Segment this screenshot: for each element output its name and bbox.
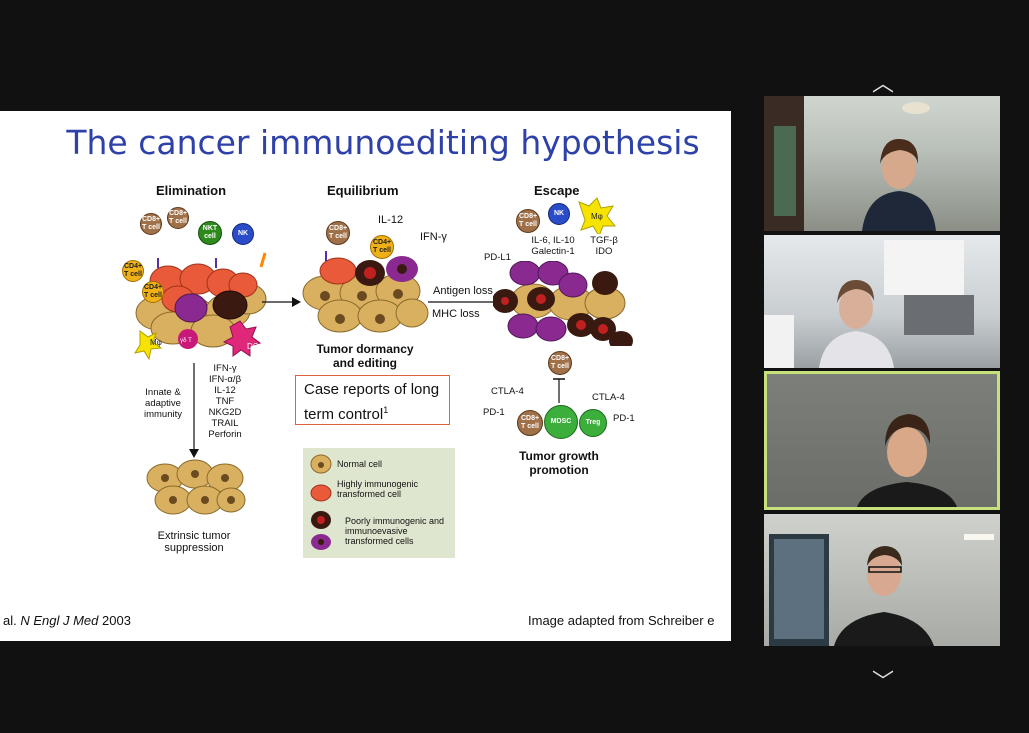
mhc-loss-label: MHC loss — [432, 308, 480, 320]
cd8-t-cell-icon: CD8+T cell — [516, 209, 540, 233]
normal-cells-cluster — [146, 459, 246, 515]
participant-avatar — [857, 414, 957, 507]
cd4-t-cell-icon: CD4+T cell — [370, 235, 394, 259]
legend: Normal cell Highly immunogenic transform… — [303, 448, 455, 558]
inhibition-bar — [553, 378, 565, 403]
citation-left: al. N Engl J Med 2003 — [3, 613, 131, 628]
cd8-t-cell-icon: CD8+T cell — [517, 410, 543, 436]
antigen-loss-label: Antigen loss — [433, 285, 493, 297]
nk-cell-icon: NK — [548, 203, 570, 225]
ctla4-right-label: CTLA-4 — [592, 392, 625, 403]
scroll-up-button[interactable]: ︿ — [871, 71, 894, 96]
cd8-t-cell-icon: CD8+T cell — [548, 351, 572, 375]
participant-video-2[interactable] — [764, 235, 1000, 368]
equilibrium-heading: Equilibrium — [327, 183, 399, 198]
equilibrium-illustration — [302, 251, 429, 333]
pd1-right-label: PD-1 — [613, 413, 635, 424]
participant-video-1[interactable] — [764, 96, 1000, 231]
slide-title: The cancer immunoediting hypothesis — [66, 123, 700, 162]
case-reports-box: Case reports of long term control1 — [295, 375, 450, 425]
elimination-heading: Elimination — [156, 183, 227, 198]
legend-poor: Poorly immunogenic and immunoevasive tra… — [345, 516, 445, 546]
cd8-t-cell-icon: CD8+T cell — [326, 221, 350, 245]
svg-text:Mφ: Mφ — [591, 212, 603, 221]
cd8-t-cell-icon: CD8+T cell — [167, 207, 189, 229]
cd4-t-cell-icon: CD4+T cell — [122, 260, 144, 282]
down-arrow — [189, 363, 199, 458]
il12-label: IL-12 — [378, 214, 404, 226]
participant-avatar — [764, 240, 974, 368]
mdsc-icon: MDSC — [544, 405, 578, 439]
pd-l1-label: PD-L1 — [484, 252, 511, 263]
scroll-down-button[interactable]: ﹀ — [871, 669, 894, 694]
escape-heading: Escape — [534, 183, 580, 198]
innate-adaptive-label: Innate & adaptive immunity — [143, 387, 182, 420]
cd8-t-cell-icon: CD8+T cell — [140, 213, 162, 235]
growth-promotion-label: Tumor growth promotion — [519, 449, 599, 477]
cd4-t-cell-icon: CD4+T cell — [142, 281, 164, 303]
dormancy-label: Tumor dormancy and editing — [316, 342, 414, 370]
ctla4-left-label: CTLA-4 — [491, 386, 524, 397]
legend-swatches — [310, 454, 332, 550]
legend-high: Highly immunogenic transformed cell — [337, 479, 419, 499]
participant-video-4[interactable] — [764, 514, 1000, 646]
participant-video-3-active-speaker[interactable] — [764, 371, 1000, 510]
presentation-slide: The cancer immunoediting hypothesis Elim… — [0, 111, 731, 641]
legend-normal: Normal cell — [337, 459, 383, 469]
nk-cell-icon: NK — [232, 223, 254, 245]
treg-icon: Treg — [579, 409, 607, 437]
dc-label: DC — [247, 342, 259, 351]
extrinsic-suppression-label: Extrinsic tumor suppression — [157, 530, 231, 554]
pd1-left-label: PD-1 — [483, 407, 505, 418]
escape-tumor-illustration — [493, 261, 633, 346]
participant-avatar — [769, 534, 994, 646]
ifn-gamma-label: IFN-γ — [420, 231, 447, 243]
citation-right: Image adapted from Schreiber e — [528, 613, 715, 628]
elimination-illustration: γδ T Mφ DC — [133, 252, 267, 361]
macrophage-label-elim: Mφ — [150, 338, 162, 347]
macrophage-icon: Mφ — [578, 197, 617, 234]
gd-t-cell-label: γδ T — [180, 338, 192, 344]
participant-avatar — [764, 96, 936, 231]
right-arrow — [262, 297, 301, 307]
